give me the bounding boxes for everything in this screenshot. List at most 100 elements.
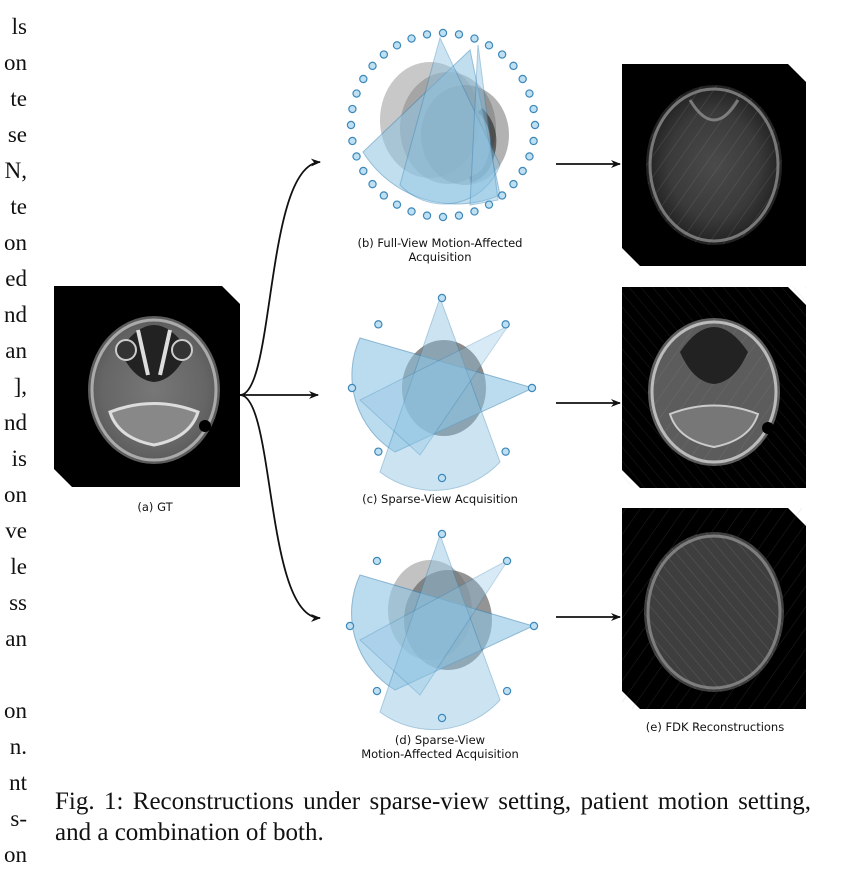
source-dot-icon	[407, 34, 416, 43]
source-dot-icon	[359, 166, 368, 176]
source-dot-icon	[359, 74, 368, 84]
body-text-line: on	[4, 698, 27, 723]
source-dot-icon	[454, 30, 464, 39]
source-dot-icon	[422, 30, 432, 39]
source-dot-icon	[527, 383, 537, 393]
source-dot-icon	[529, 621, 539, 631]
source-dot-icon	[368, 179, 377, 189]
source-dot-icon	[437, 713, 447, 723]
source-dot-icon	[470, 34, 479, 43]
source-dot-icon	[437, 473, 447, 483]
body-text-line: ],	[13, 374, 27, 399]
label-d-line1: (d) Sparse-View	[394, 733, 486, 747]
source-ring	[346, 28, 540, 222]
source-dot-icon	[501, 320, 510, 329]
source-dot-icon	[368, 61, 377, 71]
label-c: (c) Sparse-View Acquisition	[362, 492, 518, 506]
source-dot-icon	[501, 447, 510, 456]
label-a: (a) GT	[137, 500, 173, 514]
source-dot-icon	[348, 136, 357, 146]
full-view-motion-diagram	[346, 28, 540, 222]
source-dot-icon	[346, 120, 356, 130]
source-dot-icon	[509, 179, 518, 189]
body-text-line: on	[4, 842, 27, 867]
body-text-line: on	[4, 230, 27, 255]
body-text-line: s-	[10, 806, 27, 831]
body-text-line: nt	[9, 770, 27, 795]
source-dot-icon	[525, 152, 534, 161]
body-text-line: on	[4, 50, 27, 75]
source-dot-icon	[374, 320, 383, 329]
fdk-recon-c	[622, 287, 806, 488]
source-dot-icon	[509, 61, 518, 71]
source-dot-icon	[454, 211, 464, 220]
sparse-sources-c	[347, 293, 537, 483]
body-text-line: te	[10, 194, 27, 219]
body-text-line: nd	[4, 302, 27, 327]
sparse-sources-d	[345, 529, 539, 723]
source-dot-icon	[529, 136, 538, 146]
label-b: (b) Full-View Motion-Affected Acquisitio…	[345, 236, 535, 264]
source-dot-icon	[348, 104, 357, 114]
source-dot-icon	[379, 50, 389, 59]
body-text-line: ed	[5, 266, 27, 291]
figure-caption: Fig. 1: Reconstructions under sparse-vie…	[55, 786, 811, 848]
source-dot-icon	[347, 383, 357, 393]
body-text-line: on	[4, 482, 27, 507]
source-dot-icon	[352, 152, 361, 161]
recon-arrows	[556, 160, 621, 621]
body-text-line: le	[10, 554, 27, 579]
source-dot-icon	[392, 41, 402, 50]
branch-arrows	[239, 158, 321, 622]
source-dot-icon	[529, 104, 538, 114]
label-e: (e) FDK Reconstructions	[645, 720, 785, 734]
sparse-view-diagram	[347, 293, 537, 491]
source-dot-icon	[345, 621, 355, 631]
source-dot-icon	[530, 120, 540, 130]
source-dot-icon	[422, 211, 432, 220]
fdk-recon-d	[622, 508, 806, 709]
projection-fans	[362, 36, 501, 206]
caption-prefix: Fig. 1:	[55, 788, 124, 815]
label-d: (d) Sparse-View Motion-Affected Acquisit…	[345, 733, 535, 761]
source-dot-icon	[502, 556, 512, 566]
source-dot-icon	[518, 74, 527, 84]
body-text-line: ls	[11, 14, 27, 39]
label-b-line2: Acquisition	[408, 250, 472, 264]
source-dot-icon	[438, 28, 448, 38]
source-dot-icon	[484, 200, 494, 209]
source-dot-icon	[525, 89, 534, 98]
body-text-line: ve	[5, 518, 27, 543]
caption-text: Reconstructions under sparse-view settin…	[55, 788, 811, 846]
gt-ct-image	[54, 286, 240, 487]
label-b-line1: (b) Full-View Motion-Affected	[357, 236, 523, 250]
body-text-line: nd	[4, 410, 27, 435]
body-text-line: te	[10, 86, 27, 111]
source-dot-icon	[372, 556, 382, 566]
source-dot-icon	[470, 207, 479, 216]
body-text-line: N,	[4, 158, 27, 183]
body-text-line: n.	[9, 734, 27, 759]
body-text-line: an	[5, 626, 27, 651]
body-text-line: an	[5, 338, 27, 363]
source-dot-icon	[518, 166, 527, 176]
source-dot-icon	[374, 447, 383, 456]
source-dot-icon	[437, 529, 447, 539]
source-dot-icon	[484, 41, 494, 50]
source-dot-icon	[392, 200, 402, 209]
body-text-line: se	[7, 122, 27, 147]
source-dot-icon	[497, 50, 507, 59]
source-dot-icon	[372, 686, 382, 696]
source-dot-icon	[437, 293, 447, 303]
body-text-line: ss	[9, 590, 27, 615]
body-text-line: is	[11, 446, 27, 471]
sparse-motion-diagram	[345, 529, 539, 730]
source-dot-icon	[407, 207, 416, 216]
source-dot-icon	[379, 191, 389, 200]
source-dot-icon	[352, 89, 361, 98]
label-d-line2: Motion-Affected Acquisition	[361, 747, 519, 761]
source-dot-icon	[502, 686, 512, 696]
